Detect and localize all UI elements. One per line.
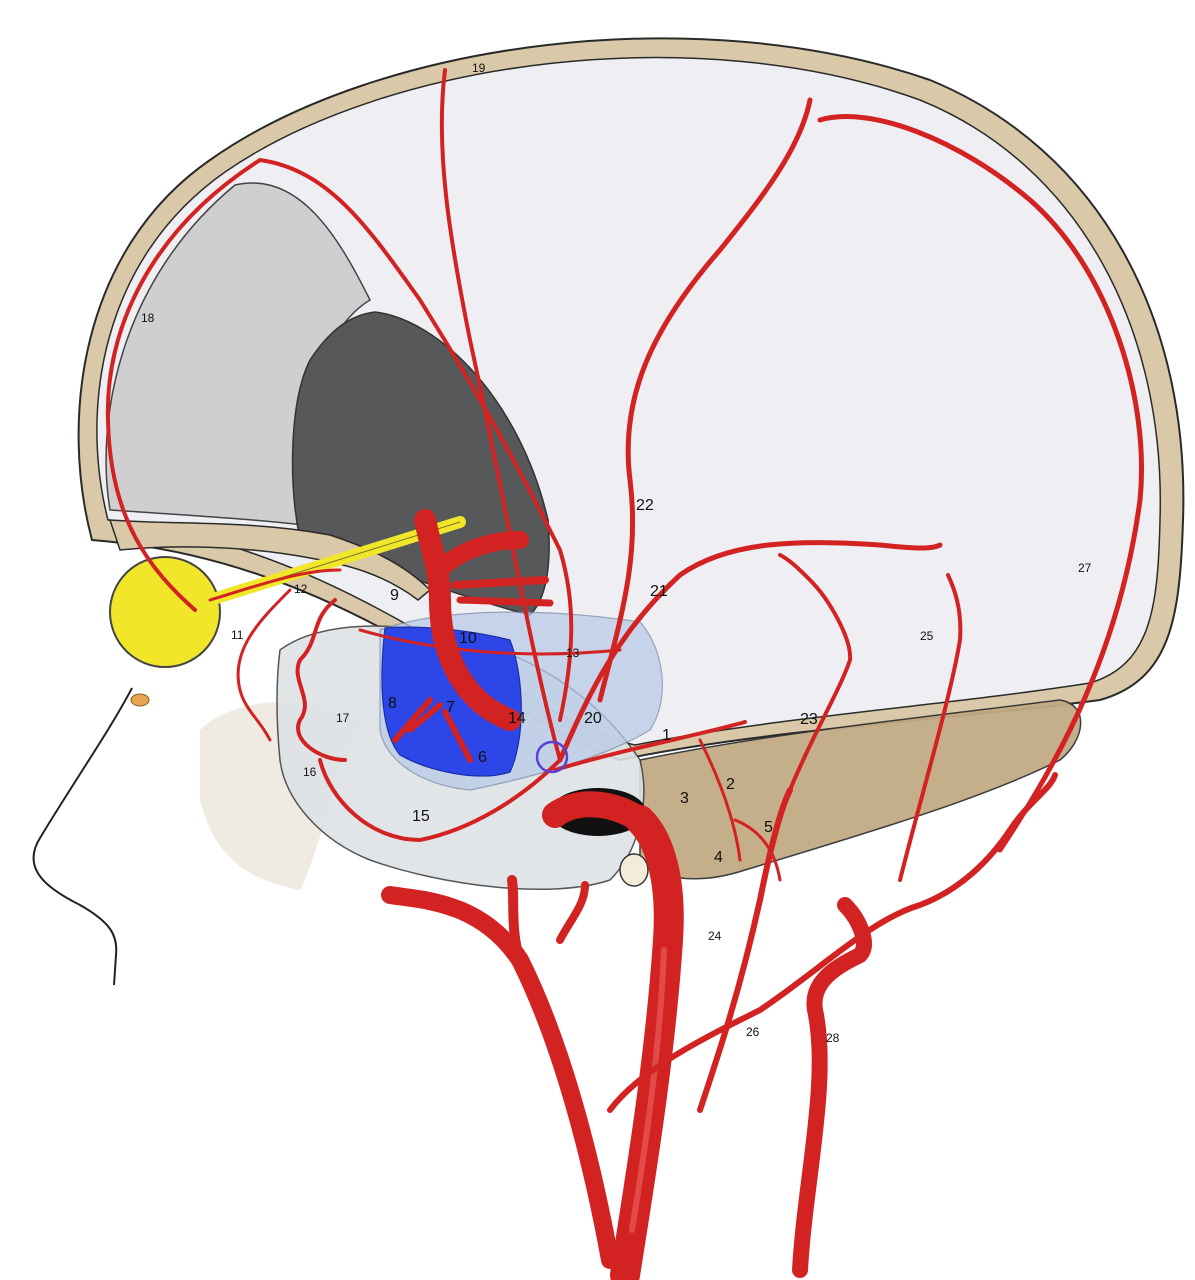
label-10: 10	[459, 630, 477, 647]
facial-branch-1	[507, 875, 525, 965]
meningeal-branch-23	[778, 553, 853, 792]
label-22: 22	[636, 497, 654, 514]
vertebral-artery	[792, 897, 872, 1278]
internal-carotid-cervical-highlight	[629, 947, 667, 1233]
branch-13	[358, 628, 622, 656]
label-17: 17	[336, 711, 350, 725]
branch-15	[318, 758, 562, 842]
label-26: 26	[746, 1025, 760, 1039]
facial-branch-2	[556, 881, 589, 944]
petrous-apex-oval	[619, 853, 649, 887]
internal-carotid-petrous	[542, 791, 653, 833]
label-4: 4	[714, 849, 723, 866]
ophthalmic-branch-2	[456, 596, 554, 607]
internal-carotid-cervical	[610, 805, 684, 1280]
label-15: 15	[412, 808, 430, 825]
label-2: 2	[726, 776, 735, 793]
label-19: 19	[472, 61, 486, 75]
branch-12	[208, 568, 342, 602]
label-23: 23	[800, 711, 818, 728]
label-14: 14	[508, 710, 526, 727]
lens	[130, 693, 150, 707]
skull-base-plate	[108, 519, 432, 601]
branch-19	[439, 68, 562, 762]
meningeal-branch-22	[597, 97, 813, 703]
branch-1	[553, 720, 747, 772]
label-25: 25	[920, 629, 934, 643]
label-24: 24	[708, 929, 722, 943]
cavernous-sinus	[381, 626, 522, 777]
cavernous-branches	[392, 697, 473, 763]
label-6: 6	[478, 749, 487, 766]
label-20: 20	[584, 710, 602, 727]
label-7: 7	[446, 699, 455, 716]
label-28: 28	[826, 1031, 840, 1045]
label-12: 12	[294, 582, 308, 596]
branch-5	[733, 818, 782, 882]
petrous-ridge	[639, 699, 1082, 880]
label-5: 5	[764, 819, 773, 836]
circle-marker	[535, 740, 569, 774]
branch-11	[236, 588, 292, 742]
eye-globe	[109, 556, 221, 668]
label-13: 13	[566, 646, 580, 660]
label-11: 11	[231, 628, 244, 642]
label-18: 18	[141, 311, 155, 325]
ophthalmic-branch	[451, 576, 549, 589]
branch-2	[698, 738, 742, 862]
label-21: 21	[650, 583, 668, 600]
ascending-branch-24	[697, 787, 793, 1113]
meningeal-branch-21	[557, 540, 943, 763]
label-16: 16	[303, 765, 317, 779]
label-27: 27	[1078, 561, 1092, 575]
face-profile	[32, 687, 133, 986]
meningeal-branch-27	[817, 114, 1145, 853]
anterior-falcine-18	[105, 158, 262, 612]
external-carotid	[381, 886, 619, 1269]
label-1: 1	[662, 727, 671, 744]
label-9: 9	[390, 587, 399, 604]
internal-carotid-cavernous	[414, 509, 521, 731]
label-3: 3	[680, 790, 689, 807]
label-8: 8	[388, 695, 397, 712]
branch-17-wavy	[295, 598, 347, 762]
internal-carotid-siphon	[436, 531, 529, 574]
meningeal-branch-25	[898, 573, 963, 882]
